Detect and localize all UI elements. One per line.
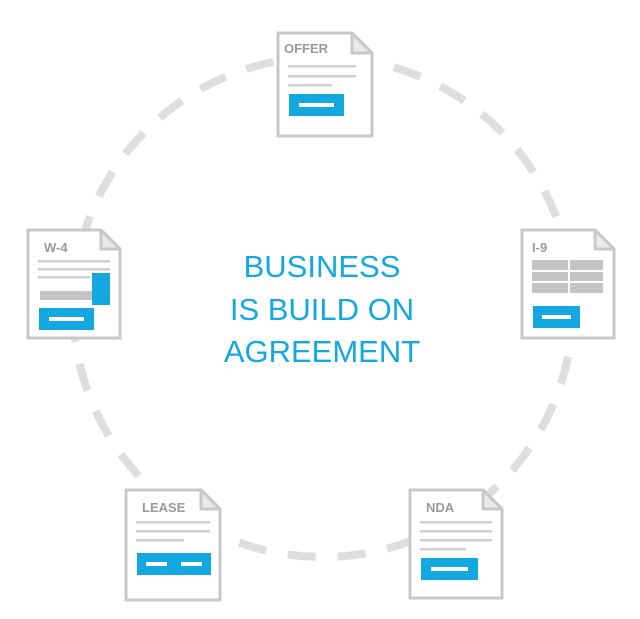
nda-document-label: NDA: [426, 500, 455, 515]
w4-accent-tab: [92, 273, 110, 305]
offer-document-label: OFFER: [284, 41, 329, 56]
i9-form-block: [532, 260, 603, 293]
center-title-line-2: IS BUILD ON: [230, 292, 414, 327]
center-title: BUSINESS IS BUILD ON AGREEMENT: [224, 249, 420, 369]
i9-document-icon: I-9: [520, 228, 616, 340]
lease-document-icon: LEASE: [124, 488, 222, 602]
lease-signature-field: [137, 553, 211, 575]
w4-document-label: W-4: [44, 240, 68, 255]
center-title-line-3: AGREEMENT: [224, 334, 420, 369]
lease-document-label: LEASE: [142, 500, 186, 515]
offer-document-icon: OFFER: [276, 31, 374, 138]
w4-document-icon: W-4: [26, 228, 122, 340]
nda-document-icon: NDA: [408, 488, 504, 600]
center-title-line-1: BUSINESS: [244, 249, 401, 284]
w4-form-block: [40, 291, 96, 300]
i9-document-label: I-9: [532, 240, 547, 255]
